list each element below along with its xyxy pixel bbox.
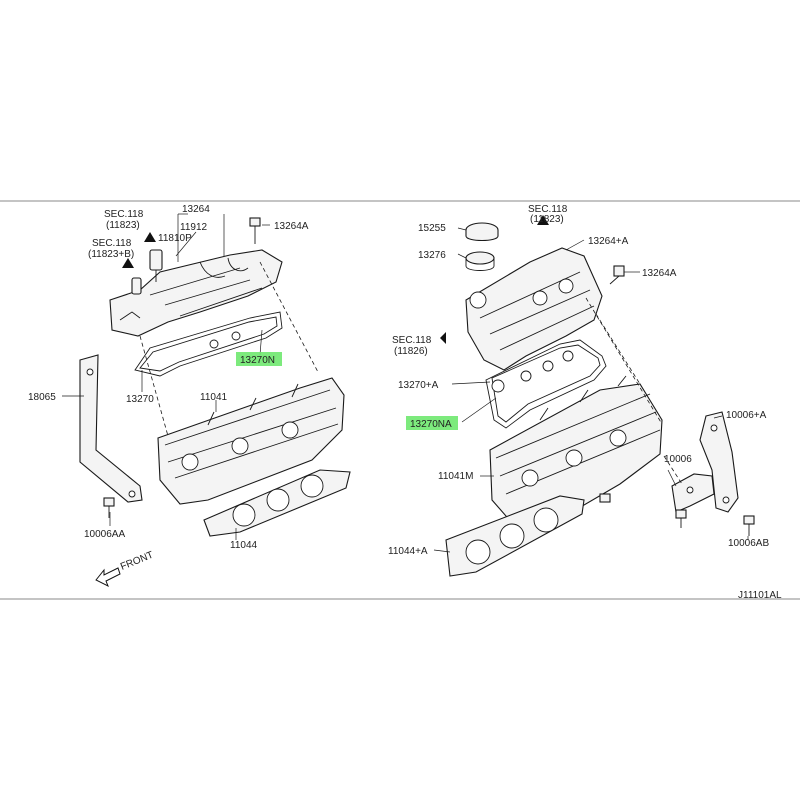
right-bracket-10006	[671, 473, 715, 513]
label-15255: 15255	[418, 223, 446, 234]
label-13276: 13276	[418, 250, 446, 261]
right-valve-cover	[465, 247, 603, 371]
label-18065: 18065	[28, 392, 56, 403]
label-13270: 13270	[126, 394, 154, 405]
label-10006ab: 10006AB	[728, 538, 769, 549]
arrow-icon	[440, 332, 446, 344]
right-head-gasket	[445, 495, 585, 577]
label-sec118-11826-line1: SEC.118	[392, 335, 432, 346]
label-13270-plus-a: 13270+A	[398, 380, 439, 391]
label-13264-plus-a: 13264+A	[588, 236, 629, 247]
diagram-id: J11101AL	[738, 590, 782, 601]
left-leader-lines	[62, 213, 270, 540]
label-sec118-11823b-line1: SEC.118	[92, 238, 132, 249]
label-11912: 11912	[180, 222, 208, 233]
front-indicator: FRONT	[95, 550, 155, 588]
label-13264a-left: 13264A	[274, 221, 309, 232]
left-head-gasket	[203, 469, 351, 537]
label-10006aa: 10006AA	[84, 529, 125, 540]
right-guide-line-1	[585, 297, 663, 425]
label-sec118-11823b-line2: (11823+B)	[88, 249, 134, 260]
right-bracket-10006a	[699, 411, 739, 513]
label-13264: 13264	[182, 204, 210, 215]
left-sensor-11810p	[131, 249, 163, 295]
oil-filler-cap	[465, 222, 499, 242]
right-bolt-13264a	[609, 265, 625, 285]
label-13270na: 13270NA	[410, 419, 452, 430]
right-cover-gasket	[485, 339, 607, 429]
label-sec118-11823-line2: (11823)	[106, 220, 140, 231]
label-10006-plus-a: 10006+A	[726, 410, 767, 421]
right-cylinder-head	[489, 375, 663, 533]
right-bolts	[675, 509, 755, 536]
arrow-icon	[537, 215, 549, 225]
oil-cap-seal	[465, 251, 495, 271]
label-sec118-11826-line2: (11826)	[394, 346, 428, 357]
label-right-sec118-11823-line1: SEC.118	[528, 204, 568, 215]
label-11041: 11041	[200, 392, 228, 403]
left-bolt-13264a	[249, 217, 261, 244]
label-11044-plus-a: 11044+A	[388, 546, 428, 557]
left-valve-cover	[109, 249, 283, 337]
highlight-13270na	[406, 416, 458, 430]
left-cylinder-head	[157, 377, 345, 505]
label-11044: 11044	[230, 540, 258, 551]
right-guide-line-2	[663, 455, 683, 485]
left-bracket-18065	[79, 354, 143, 503]
right-leader-lines	[433, 227, 749, 553]
label-10006: 10006	[664, 454, 692, 465]
left-guide-line-2	[139, 335, 169, 437]
highlight-13270n	[236, 352, 282, 366]
left-cover-gasket	[134, 311, 283, 377]
label-13270n: 13270N	[240, 355, 275, 366]
front-label: FRONT	[119, 550, 155, 573]
label-11810p: 11810P	[158, 233, 192, 244]
label-sec118-11823-line1: SEC.118	[104, 209, 144, 220]
label-11041m: 11041M	[438, 471, 473, 482]
label-right-sec118-11823-line2: (11823)	[530, 214, 564, 225]
arrow-icon	[122, 258, 134, 268]
label-13264a-right: 13264A	[642, 268, 677, 279]
right-guide-line-3	[595, 313, 641, 385]
arrow-icon	[144, 232, 156, 242]
left-bolt-10006aa	[103, 497, 115, 518]
